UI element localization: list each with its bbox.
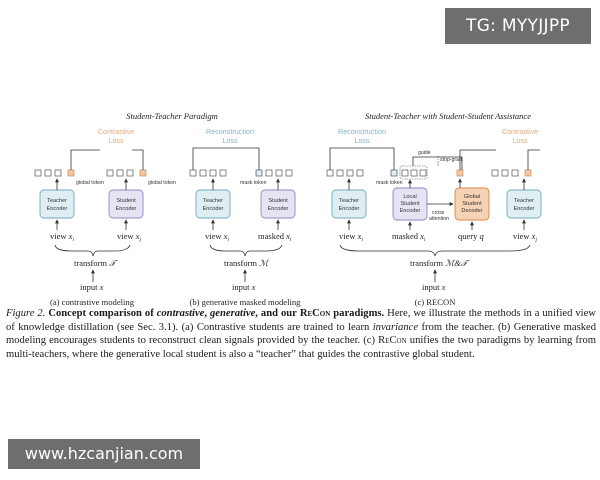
query-c: query q (458, 231, 484, 241)
transform-c: transform ℳ&𝒯 (410, 258, 470, 268)
token-row-local-student (390, 165, 428, 180)
view-i-a: view xi (50, 231, 74, 243)
mask-token-label-b: mask token (240, 180, 267, 186)
caption-bold-1: Concept comparison of (48, 308, 154, 319)
view-i-b: view xi (205, 231, 229, 243)
student-encoder-b (260, 189, 296, 219)
student-encoder-b-label-1: Student (268, 198, 288, 204)
token-row-teacher-b (189, 169, 227, 177)
stop-grad-label: stop-grad (440, 157, 462, 163)
subtitle-c: (c) RECON (415, 297, 457, 307)
mask-token-label-c: mask token (376, 180, 403, 186)
input-a: input x (80, 282, 104, 292)
token-row-student-b (255, 169, 293, 177)
teacher-encoder-b-label-2: Encoder (203, 206, 224, 212)
subtitle-a: (a) contrastive modeling (50, 297, 135, 307)
local-student-label-3: Encoder (400, 208, 421, 214)
global-student-decoder (454, 187, 490, 221)
recon-loss-c-2: Loss (354, 136, 370, 145)
caption-text-1: Here, we illustrate the methods in a uni… (6, 308, 596, 333)
contrastive-loss-a-2: Loss (108, 136, 124, 145)
guide-label: guide (418, 150, 431, 156)
teacher-encoder-c2-label-2: Encoder (514, 206, 535, 212)
student-encoder-a-label-2: Encoder (116, 206, 137, 212)
token-row-student-a (106, 169, 147, 177)
panel-a: Contrastive Loss global token global tok… (34, 127, 176, 307)
masked-b: masked xi (258, 231, 292, 243)
caption-invariance: invariance (372, 321, 419, 333)
caption-comma: , (204, 308, 208, 319)
global-student-label-2: Student (462, 201, 482, 207)
teacher-encoder-c2 (506, 189, 542, 219)
token-row-teacher-c2 (491, 169, 532, 177)
student-encoder-a-label-1: Student (116, 198, 136, 204)
transform-b: transform ℳ (224, 258, 270, 268)
contrastive-loss-c-1: Contrastive (502, 127, 538, 136)
caption-recon-bold: ReCon (299, 308, 331, 319)
watermark-bottom: www.hzcanjian.com (8, 439, 200, 469)
teacher-encoder-c1 (331, 189, 367, 219)
panel-b: Reconstruction Loss mask token Teacher E… (190, 127, 302, 307)
student-encoder-b-label-2: Encoder (268, 206, 289, 212)
title-left: Student-Teacher Paradigm (126, 111, 218, 121)
local-student-label-1: Local (403, 194, 416, 200)
subtitle-b: (b) generative masked modeling (190, 297, 302, 307)
student-encoder-a (108, 189, 144, 219)
caption-generative: generative (209, 308, 256, 319)
token-row-teacher-c1 (326, 169, 364, 177)
recon-loss-c-1: Reconstruction (338, 127, 386, 136)
caption-text-3: unifies the two paradigms by learning fr… (6, 335, 596, 360)
caption-fig-label: Figure 2. (6, 308, 46, 319)
caption-and: , and our (255, 308, 297, 319)
contrastive-loss-c-2: Loss (512, 136, 528, 145)
caption-text-2: from the teacher. (b) Generative masked … (6, 321, 596, 347)
teacher-encoder-a-label-2: Encoder (47, 206, 68, 212)
recon-loss-b-2: Loss (222, 136, 238, 145)
global-student-label-3: Decoder (461, 208, 482, 214)
concept-figure: Student-Teacher Paradigm Student-Teacher… (34, 111, 542, 307)
cross-attention-label-1: cross (432, 210, 445, 216)
caption-recon-2: ReCon (378, 335, 407, 347)
cross-attention-label-2: attention (429, 216, 449, 222)
view-i-c: view xi (339, 231, 363, 243)
masked-c: masked xi (392, 231, 426, 243)
input-b: input x (232, 282, 256, 292)
local-student-label-2: Student (400, 201, 420, 207)
watermark-top: TG: MYYJJPP (445, 8, 591, 44)
caption-contrastive: contrastive (156, 308, 205, 319)
figure-caption: Figure 2. Concept comparison of contrast… (6, 307, 596, 361)
token-row-teacher-a (34, 169, 75, 177)
panel-c: Reconstruction Loss Contrastive Loss gui… (326, 127, 542, 307)
global-student-label-1: Global (464, 194, 480, 200)
teacher-encoder-c2-label-1: Teacher (514, 198, 534, 204)
view-j-a: view xj (117, 231, 141, 243)
teacher-encoder-c1-label-2: Encoder (339, 206, 360, 212)
token-row-global-student (456, 169, 464, 177)
teacher-encoder-b-label-1: Teacher (203, 198, 223, 204)
recon-loss-b-1: Reconstruction (206, 127, 254, 136)
teacher-encoder-a-label-1: Teacher (47, 198, 67, 204)
teacher-encoder-a (39, 189, 75, 219)
global-token-label-a2: global token (148, 180, 176, 186)
caption-paradigms: paradigms. (333, 308, 385, 319)
input-c: input x (422, 282, 446, 292)
teacher-encoder-c1-label-1: Teacher (339, 198, 359, 204)
contrastive-loss-a-1: Contrastive (98, 127, 134, 136)
view-j-c: view xj (513, 231, 537, 243)
teacher-encoder-b (195, 189, 231, 219)
global-token-label-a1: global token (76, 180, 104, 186)
title-right: Student-Teacher with Student-Student Ass… (365, 111, 531, 121)
transform-a: transform 𝒯 (74, 258, 118, 268)
